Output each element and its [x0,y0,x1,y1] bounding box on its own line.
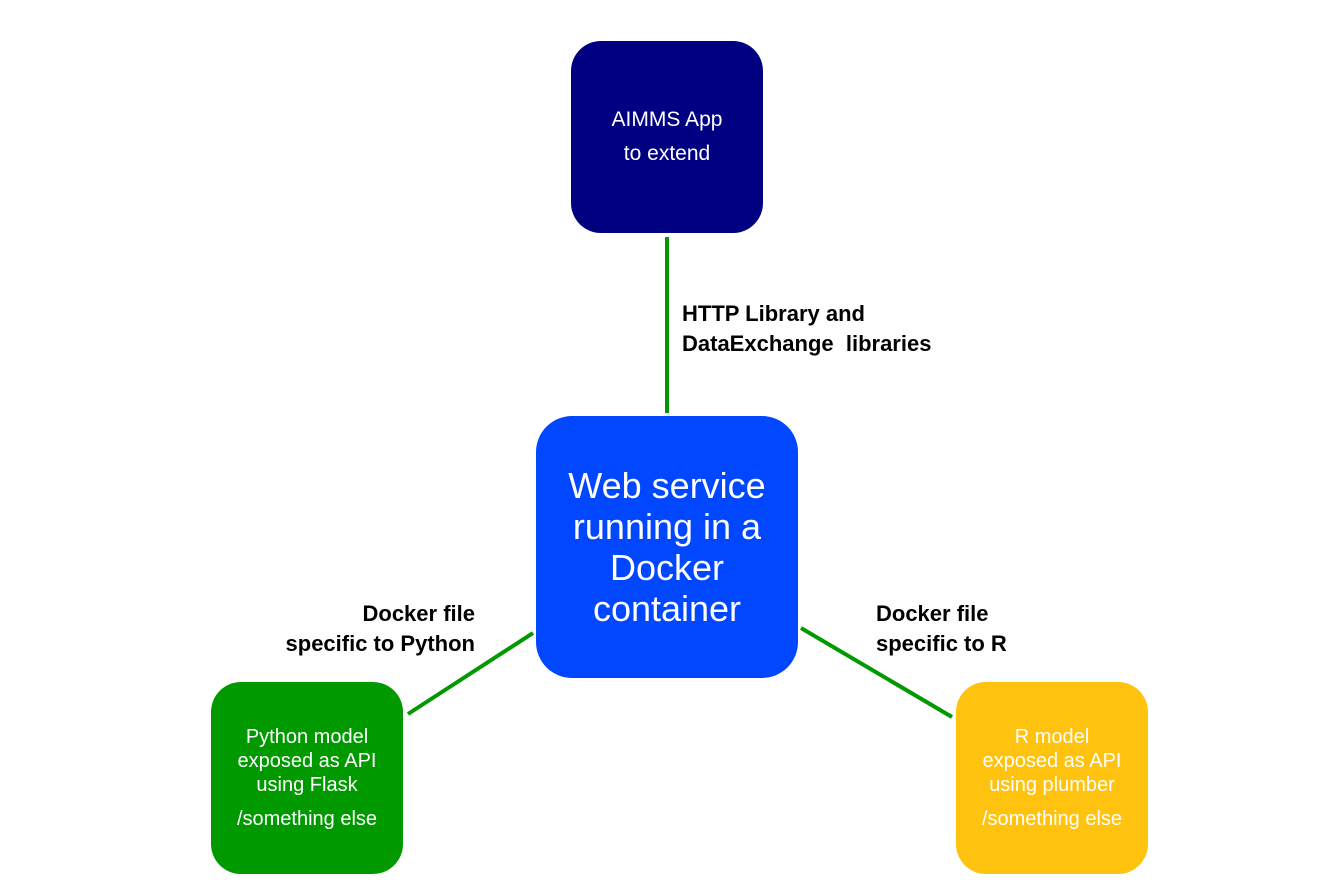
http-libraries-edge-label-line-2: DataExchange libraries [682,331,932,356]
python-model-node: Python model exposed as API using Flask … [211,682,403,874]
http-libraries-edge-label-line-1: HTTP Library and [682,301,865,326]
r-docker-file-edge-label: Docker file specific to R [876,599,1007,659]
aimms-app-node: AIMMS App to extend [571,41,763,233]
python-model-node-line-4: /something else [236,808,378,830]
web-service-node-line-2: running in a [572,506,762,547]
r-docker-file-edge-label-line-2: specific to R [876,631,1007,656]
r-model-node: R model exposed as API using plumber /so… [956,682,1148,874]
python-model-node-line-3: using Flask [256,774,358,796]
aimms-app-node-line-1: AIMMS App [611,108,723,131]
web-service-node-line-1: Web service [568,465,766,506]
r-model-node-line-3: using plumber [989,774,1115,796]
connector-web-service-to-python [406,631,535,716]
web-service-node-line-3: Docker [609,547,725,588]
python-docker-file-edge-label: Docker file specific to Python [240,599,475,659]
web-service-node: Web service running in a Docker containe… [536,416,798,678]
r-docker-file-edge-label-line-1: Docker file [876,601,989,626]
python-model-node-line-1: Python model [245,726,369,748]
r-model-node-line-1: R model [1014,726,1090,748]
r-model-node-line-2: exposed as API [982,750,1122,772]
web-service-node-line-4: container [592,588,742,629]
r-model-node-line-4: /something else [981,808,1123,830]
http-libraries-edge-label: HTTP Library and DataExchange libraries [682,299,931,359]
aimms-app-node-line-2: to extend [623,142,711,165]
python-docker-file-edge-label-line-1: Docker file [362,601,476,626]
python-docker-file-edge-label-line-2: specific to Python [285,631,475,656]
connector-web-service-to-r [799,626,954,719]
python-model-node-line-2: exposed as API [237,750,377,772]
